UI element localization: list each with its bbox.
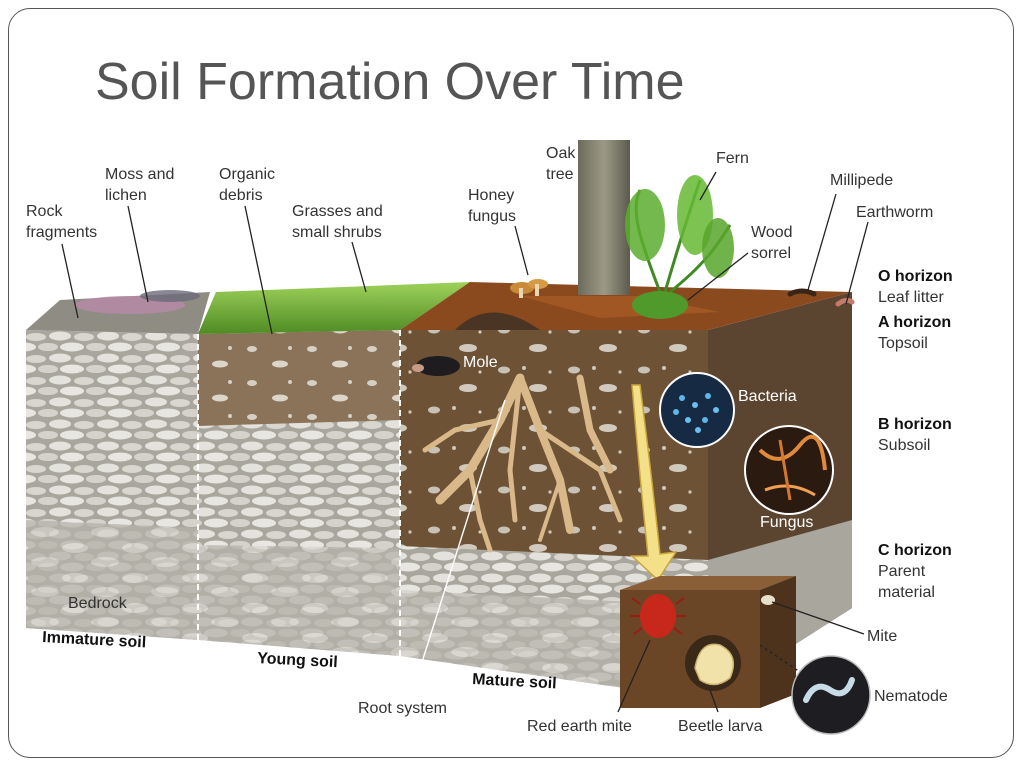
mole [412, 312, 540, 376]
beetle-larva [685, 635, 741, 691]
label-earthworm: Earthworm [856, 204, 933, 221]
horizon-c-desc-2: material [878, 584, 935, 601]
grass-top-surface [198, 282, 470, 334]
label-millipede: Millipede [830, 172, 893, 189]
honey-fungus [510, 279, 548, 298]
millipede [787, 288, 817, 297]
label-honey-2: fungus [468, 208, 516, 225]
label-mature-soil: Mature soil [472, 671, 557, 692]
young-bedrock-band [198, 545, 400, 656]
slide-title: Soil Formation Over Time [95, 53, 685, 111]
leader-root [409, 399, 506, 701]
young-soil-layer [198, 330, 400, 426]
nematode-connector [759, 644, 801, 673]
label-rock-fragments-2: fragments [26, 224, 97, 241]
label-moss: Moss and [105, 166, 174, 183]
label-grasses: Grasses and [292, 203, 383, 220]
slide-frame [8, 8, 1014, 758]
leader-beetle [709, 689, 719, 713]
label-red-earth-mite: Red earth mite [527, 718, 632, 735]
leader-earthworm [845, 221, 869, 305]
wood-sorrel [632, 291, 688, 319]
root-system [422, 373, 623, 553]
horizon-c-desc: Parent [878, 563, 926, 580]
leader-millipede [807, 193, 837, 291]
label-moss-2: lichen [105, 187, 147, 204]
label-rock-fragments: Rock [26, 203, 63, 220]
nematode-inset [791, 655, 871, 735]
leader-rock-fragments [61, 243, 79, 319]
leader-organic [244, 205, 273, 335]
leader-grasses [351, 241, 367, 293]
label-mole: Mole [463, 354, 498, 371]
label-wood-2: sorrel [751, 245, 791, 262]
fungus-inset [744, 425, 834, 515]
label-mite: Mite [867, 628, 897, 645]
label-honey: Honey [468, 187, 514, 204]
mite [761, 595, 775, 605]
red-earth-mite [630, 594, 686, 638]
horizon-a-desc: Topsoil [878, 335, 928, 352]
horizon-o-name: O horizon [878, 268, 953, 285]
horizon-b-name: B horizon [878, 416, 952, 433]
bacteria-inset [659, 372, 735, 448]
label-wood: Wood [751, 224, 793, 241]
label-organic-2: debris [219, 187, 263, 204]
horizon-a-name: A horizon [878, 314, 951, 331]
label-grasses-2: small shrubs [292, 224, 382, 241]
label-root-system: Root system [358, 700, 447, 717]
leader-fern [699, 171, 717, 201]
label-immature-soil: Immature soil [42, 629, 147, 651]
horizon-c-name: C horizon [878, 542, 952, 559]
bedrock-band [26, 520, 198, 640]
zoom-arrow [630, 384, 678, 582]
label-young-soil: Young soil [257, 650, 338, 671]
leader-honey [514, 225, 529, 276]
horizon-b-desc: Subsoil [878, 437, 930, 454]
oak-tree-trunk [578, 140, 630, 295]
label-bedrock: Bedrock [68, 595, 128, 612]
leader-moss [127, 205, 149, 303]
horizon-o-desc: Leaf litter [878, 289, 944, 306]
leader-wood [687, 252, 749, 301]
label-fern: Fern [716, 150, 749, 167]
label-fungus: Fungus [760, 514, 813, 531]
label-nematode: Nematode [874, 688, 948, 705]
leader-red-mite [617, 639, 651, 713]
label-oak-2: tree [546, 166, 574, 183]
earthworm [835, 297, 855, 307]
label-oak: Oak [546, 145, 576, 162]
leader-mite [771, 601, 865, 635]
fern-plant [625, 175, 734, 294]
label-bacteria: Bacteria [738, 388, 797, 405]
label-beetle-larva: Beetle larva [678, 718, 763, 735]
label-organic: Organic [219, 166, 275, 183]
